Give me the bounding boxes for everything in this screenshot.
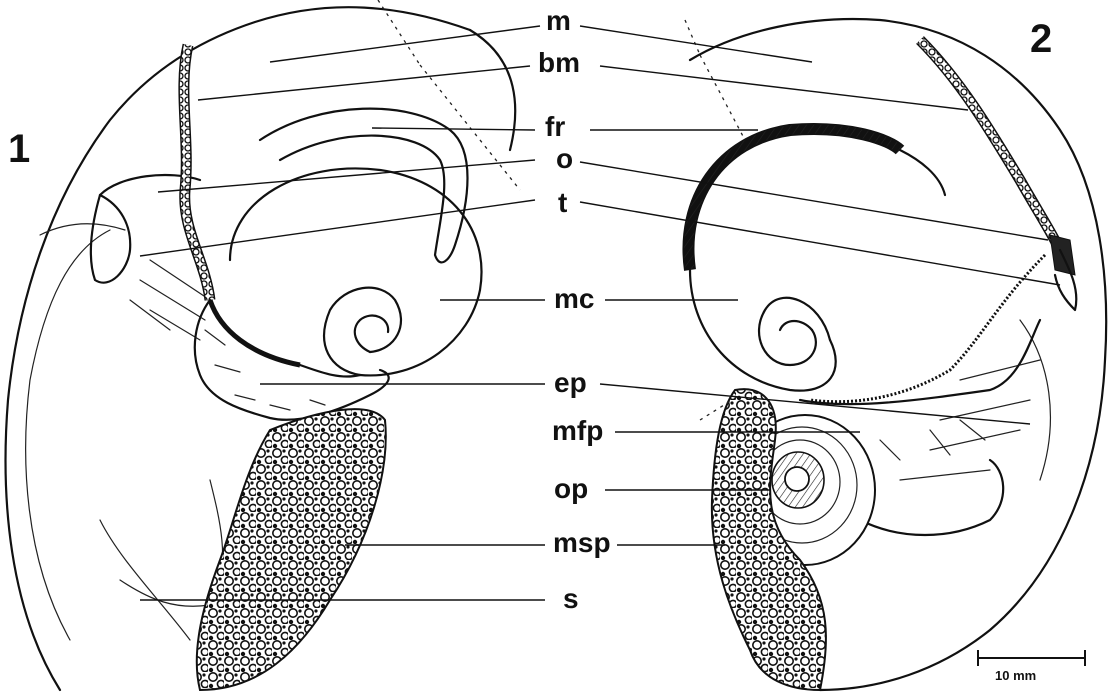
figure-labels: 1 2 m bm fr o t mc ep mfp op msp s [8, 5, 1052, 614]
label-mc: mc [554, 283, 594, 314]
figure-number-2: 2 [1030, 17, 1052, 61]
figure-number-1: 1 [8, 127, 30, 171]
label-bm: bm [538, 47, 580, 78]
label-msp: msp [553, 527, 611, 558]
label-m: m [546, 5, 571, 36]
label-t: t [558, 187, 567, 218]
scale-bar: 10 mm [978, 650, 1085, 683]
label-op: op [554, 473, 588, 504]
label-ep: ep [554, 367, 587, 398]
specimen-1-shell [6, 0, 520, 690]
label-fr: fr [545, 111, 565, 142]
label-mfp: mfp [552, 415, 603, 446]
scale-bar-label: 10 mm [995, 668, 1036, 683]
label-s: s [563, 583, 579, 614]
label-o: o [556, 143, 573, 174]
specimen-2-shell [685, 19, 1106, 690]
